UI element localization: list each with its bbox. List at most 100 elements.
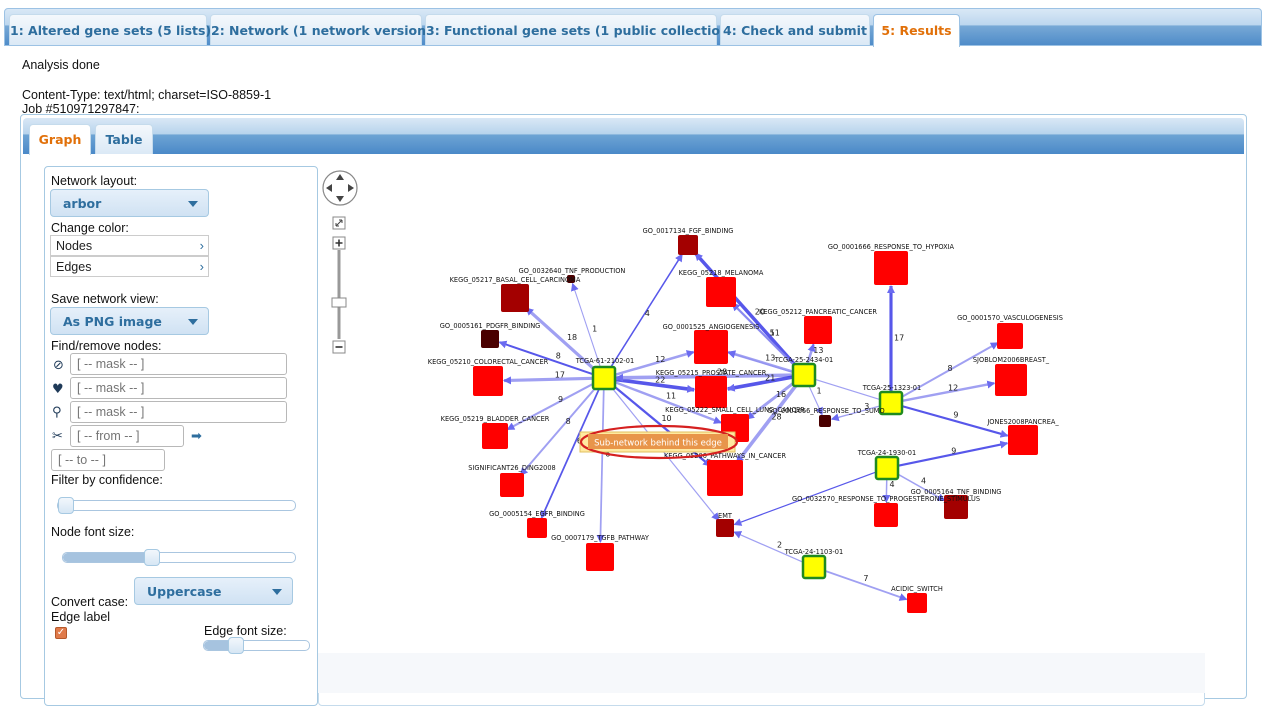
gene-set-node[interactable] [819, 415, 831, 427]
gene-set-node[interactable] [501, 284, 529, 312]
zoom-out-button[interactable] [333, 341, 345, 353]
network-layout-value: arbor [63, 196, 101, 211]
gene-set-node[interactable] [694, 330, 728, 364]
highlight-mask-input[interactable] [70, 377, 287, 399]
edge-label: 12 [655, 355, 665, 364]
find-remove-label: Find/remove nodes: [51, 339, 161, 353]
gene-set-node[interactable] [874, 251, 908, 285]
save-format-select[interactable]: As PNG image [50, 307, 209, 335]
node-label: TCGA-25-2434-01 [774, 356, 833, 364]
node-label: GO_0032640_TNF_PRODUCTION [519, 267, 626, 275]
heart-icon[interactable]: ♥ [52, 383, 64, 397]
node-label: GO_0032570_RESPONSE_TO_PROGESTERONE_STIM… [792, 495, 980, 503]
color-menu-nodes-label: Nodes [56, 239, 92, 253]
convert-case-select[interactable]: Uppercase [134, 577, 293, 605]
analysis-status: Analysis done [22, 58, 100, 72]
edge-label: 16 [776, 390, 786, 399]
gene-set-node[interactable] [482, 423, 508, 449]
node-label: TCGA-24-1103-01 [784, 548, 843, 556]
node-label: KEGG_05219_BLADDER_CANCER [441, 415, 550, 423]
edge-label: 11 [666, 392, 676, 401]
edge-label: 2 [777, 540, 782, 549]
sample-node[interactable] [793, 364, 815, 386]
gene-set-node[interactable] [874, 503, 898, 527]
gene-set-node[interactable] [907, 593, 927, 613]
search-icon[interactable]: ⚲ [52, 406, 62, 420]
edge-label: 12 [948, 384, 958, 393]
edge-label: 8 [556, 351, 561, 360]
zoom-in-button[interactable] [333, 237, 345, 249]
edge-label-checkbox[interactable]: ✓ [55, 627, 67, 639]
tab-check-and-submit[interactable]: 4: Check and submit [720, 14, 870, 45]
pan-control[interactable] [323, 171, 357, 205]
path-from-input[interactable] [70, 425, 184, 447]
gene-set-node[interactable] [527, 518, 547, 538]
node-font-size-slider[interactable] [62, 552, 296, 563]
node-label: GO_0005161_PDGFR_BINDING [440, 322, 541, 330]
node-label: KEGG_05217_BASAL_CELL_CARCINOMA [450, 276, 581, 284]
search-mask-input[interactable] [70, 401, 287, 423]
zoom-slider-handle[interactable] [332, 298, 346, 307]
caret-down-icon [188, 319, 198, 325]
edge-label: 1 [592, 324, 597, 333]
node-label: TCGA-24-1930-01 [857, 449, 916, 457]
result-view-tab-bar [23, 118, 1244, 154]
path-to-input[interactable] [51, 449, 165, 471]
tab-graph[interactable]: Graph [29, 124, 91, 155]
remove-icon[interactable]: ⊘ [53, 359, 64, 373]
color-menu-nodes[interactable]: Nodes › [50, 235, 209, 256]
edge-label: 21 [765, 374, 775, 383]
node-label: TCGA-25-1323-01 [862, 384, 921, 392]
sample-node[interactable] [593, 367, 615, 389]
tab-table[interactable]: Table [95, 124, 153, 154]
edge-label: 1 [816, 387, 821, 396]
chevron-right-icon: › [200, 257, 204, 277]
node-label: GO_0007179_TGFB_PATHWAY [551, 534, 650, 542]
sample-node[interactable] [803, 556, 825, 578]
node-label: KEGG_05218_MELANOMA [679, 269, 764, 277]
gene-set-node[interactable] [678, 235, 698, 255]
node-label: TCGA-61-2102-01 [575, 357, 634, 365]
fit-view-icon[interactable] [333, 217, 345, 229]
edge-font-size-handle[interactable] [228, 637, 244, 654]
tab-functional-gene-sets[interactable]: 3: Functional gene sets (1 public collec… [425, 14, 717, 45]
edge-label: 11 [770, 329, 780, 338]
confidence-slider-handle[interactable] [58, 497, 74, 514]
edge-label: 17 [894, 333, 904, 342]
network-layout-label: Network layout: [51, 174, 137, 188]
edge-label: 18 [567, 333, 577, 342]
tab-altered-gene-sets[interactable]: 1: Altered gene sets (5 lists) [9, 14, 207, 45]
tab-network[interactable]: 2: Network (1 network version) [210, 14, 422, 45]
gene-set-node[interactable] [716, 519, 734, 537]
color-menu-edges[interactable]: Edges › [50, 256, 209, 277]
chevron-right-icon: › [200, 236, 204, 256]
scissors-icon[interactable]: ✂ [52, 430, 63, 444]
gene-set-node[interactable] [997, 323, 1023, 349]
convert-case-label: Convert case: [51, 595, 128, 609]
sample-node[interactable] [876, 457, 898, 479]
node-font-size-handle[interactable] [144, 549, 160, 566]
edge-label: 9 [951, 446, 956, 455]
network-layout-select[interactable]: arbor [50, 189, 209, 217]
remove-mask-input[interactable] [70, 353, 287, 375]
gene-set-node[interactable] [473, 366, 503, 396]
node-label: GO_0001666_RESPONSE_TO_HYPOXIA [828, 243, 955, 251]
edge-label: 4 [921, 477, 926, 486]
network-graph[interactable]: 4118817122298661110285131321162820111178… [318, 166, 1205, 693]
edge-font-size-slider[interactable] [203, 640, 310, 651]
gene-set-node[interactable] [706, 277, 736, 307]
node-label: GO_0005154_EGFR_BINDING [489, 510, 585, 518]
confidence-slider[interactable] [57, 500, 296, 511]
tab-results[interactable]: 5: Results [873, 14, 960, 47]
node-label: KEGG_05222_SMALL_CELL_LUNG_CANCER [665, 406, 805, 414]
gene-set-node[interactable] [707, 460, 743, 496]
arrow-right-icon[interactable]: ➡ [191, 430, 202, 444]
gene-set-node[interactable] [695, 376, 727, 408]
gene-set-node[interactable] [995, 364, 1027, 396]
gene-set-node[interactable] [586, 543, 614, 571]
gene-set-node[interactable] [500, 473, 524, 497]
gene-set-node[interactable] [481, 330, 499, 348]
node-font-size-fill [63, 553, 152, 562]
gene-set-node[interactable] [804, 316, 832, 344]
gene-set-node[interactable] [1008, 425, 1038, 455]
